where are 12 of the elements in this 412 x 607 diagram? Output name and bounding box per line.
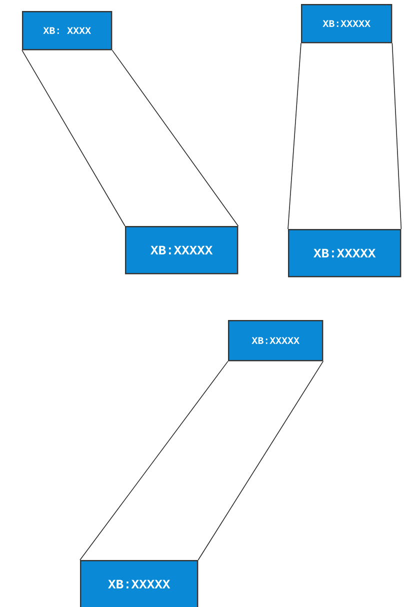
cable-line [288,42,302,230]
cable-line [198,360,324,560]
cable-line [80,360,228,560]
cable-line [22,50,126,226]
connector-box: XB:XXXXX [288,229,402,278]
connector-box: XB:XXXXX [80,560,198,607]
connector-box: XB: XXXX [22,11,112,50]
connector-box: XB:XXXXX [301,4,392,44]
cable-line [112,50,239,226]
cable-line [392,42,402,230]
connector-box: XB:XXXXX [228,320,324,362]
connector-box: XB:XXXXX [125,226,238,274]
